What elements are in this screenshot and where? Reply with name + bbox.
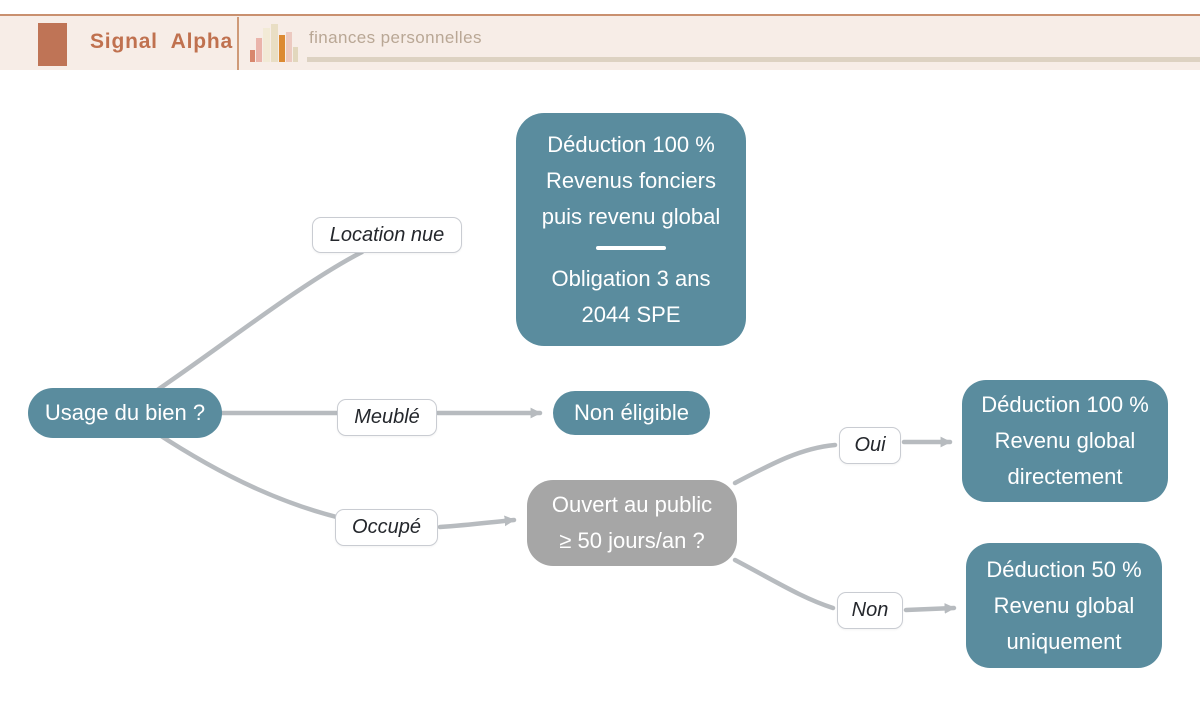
node-text-line: Obligation 3 ans [551, 265, 711, 291]
branch-label-oui: Oui [839, 427, 901, 464]
branch-label-text: Location nue [329, 223, 445, 246]
result-non-box: Déduction 50 % Revenu global uniquement [966, 543, 1162, 668]
branch-label-text: Oui [854, 434, 886, 456]
branch-label-non: Non [837, 592, 903, 629]
chart-bar [279, 35, 285, 62]
app-header: Signal Alpha finances personnelles [0, 14, 1200, 70]
root-question-node: Usage du bien ? [28, 388, 222, 438]
node-text-line: directement [1007, 464, 1123, 489]
chart-bar [293, 47, 298, 62]
bar-chart-icon [250, 24, 298, 62]
chart-bar [286, 32, 292, 62]
tab-finances-personnelles[interactable]: finances personnelles [309, 28, 482, 47]
branch-label-meuble: Meublé [337, 399, 437, 436]
node-text-line: Déduction 100 % [981, 392, 1149, 417]
decision-tree-canvas: Usage du bien ? Location nue Meublé Occu… [0, 70, 1200, 721]
node-text-line: Revenu global [994, 428, 1136, 453]
result-non-eligible-box: Non éligible [553, 391, 710, 435]
branch-label-text: Meublé [354, 406, 420, 428]
brand-logo-square [38, 23, 67, 66]
node-text-line: 2044 SPE [581, 301, 681, 327]
node-text-line: Déduction 50 % [986, 556, 1142, 582]
node-text-line: Ouvert au public [551, 492, 713, 517]
divider [596, 245, 666, 250]
tree-connectors [147, 249, 957, 614]
node-text-line: Revenus fonciers [546, 167, 716, 193]
node-text-line: Non éligible [574, 400, 689, 425]
node-text-line: puis revenu global [541, 203, 721, 229]
breadcrumb-underline [307, 57, 1200, 62]
branch-label-occupe: Occupé [335, 509, 438, 546]
node-text-line: Déduction 100 % [547, 131, 715, 157]
node-text-line: uniquement [1006, 628, 1122, 654]
branch-label-location-nue: Location nue [312, 217, 462, 253]
chart-bar [256, 38, 262, 62]
result-oui-box: Déduction 100 % Revenu global directemen… [962, 380, 1168, 502]
chart-bar [263, 28, 270, 62]
branch-label-text: Occupé [352, 516, 421, 538]
node-text-line: Usage du bien ? [44, 400, 206, 425]
chart-bar [271, 24, 278, 62]
header-divider [237, 17, 239, 70]
chart-bar [250, 50, 255, 62]
node-text-line: ≥ 50 jours/an ? [559, 528, 705, 553]
node-text-line: Revenu global [993, 592, 1135, 618]
branch-label-text: Non [851, 599, 889, 621]
result-location-nue-box: Déduction 100 % Revenus fonciers puis re… [516, 113, 746, 346]
brand-title: Signal Alpha [90, 30, 233, 53]
question-ouvert-public-box: Ouvert au public ≥ 50 jours/an ? [527, 480, 737, 566]
